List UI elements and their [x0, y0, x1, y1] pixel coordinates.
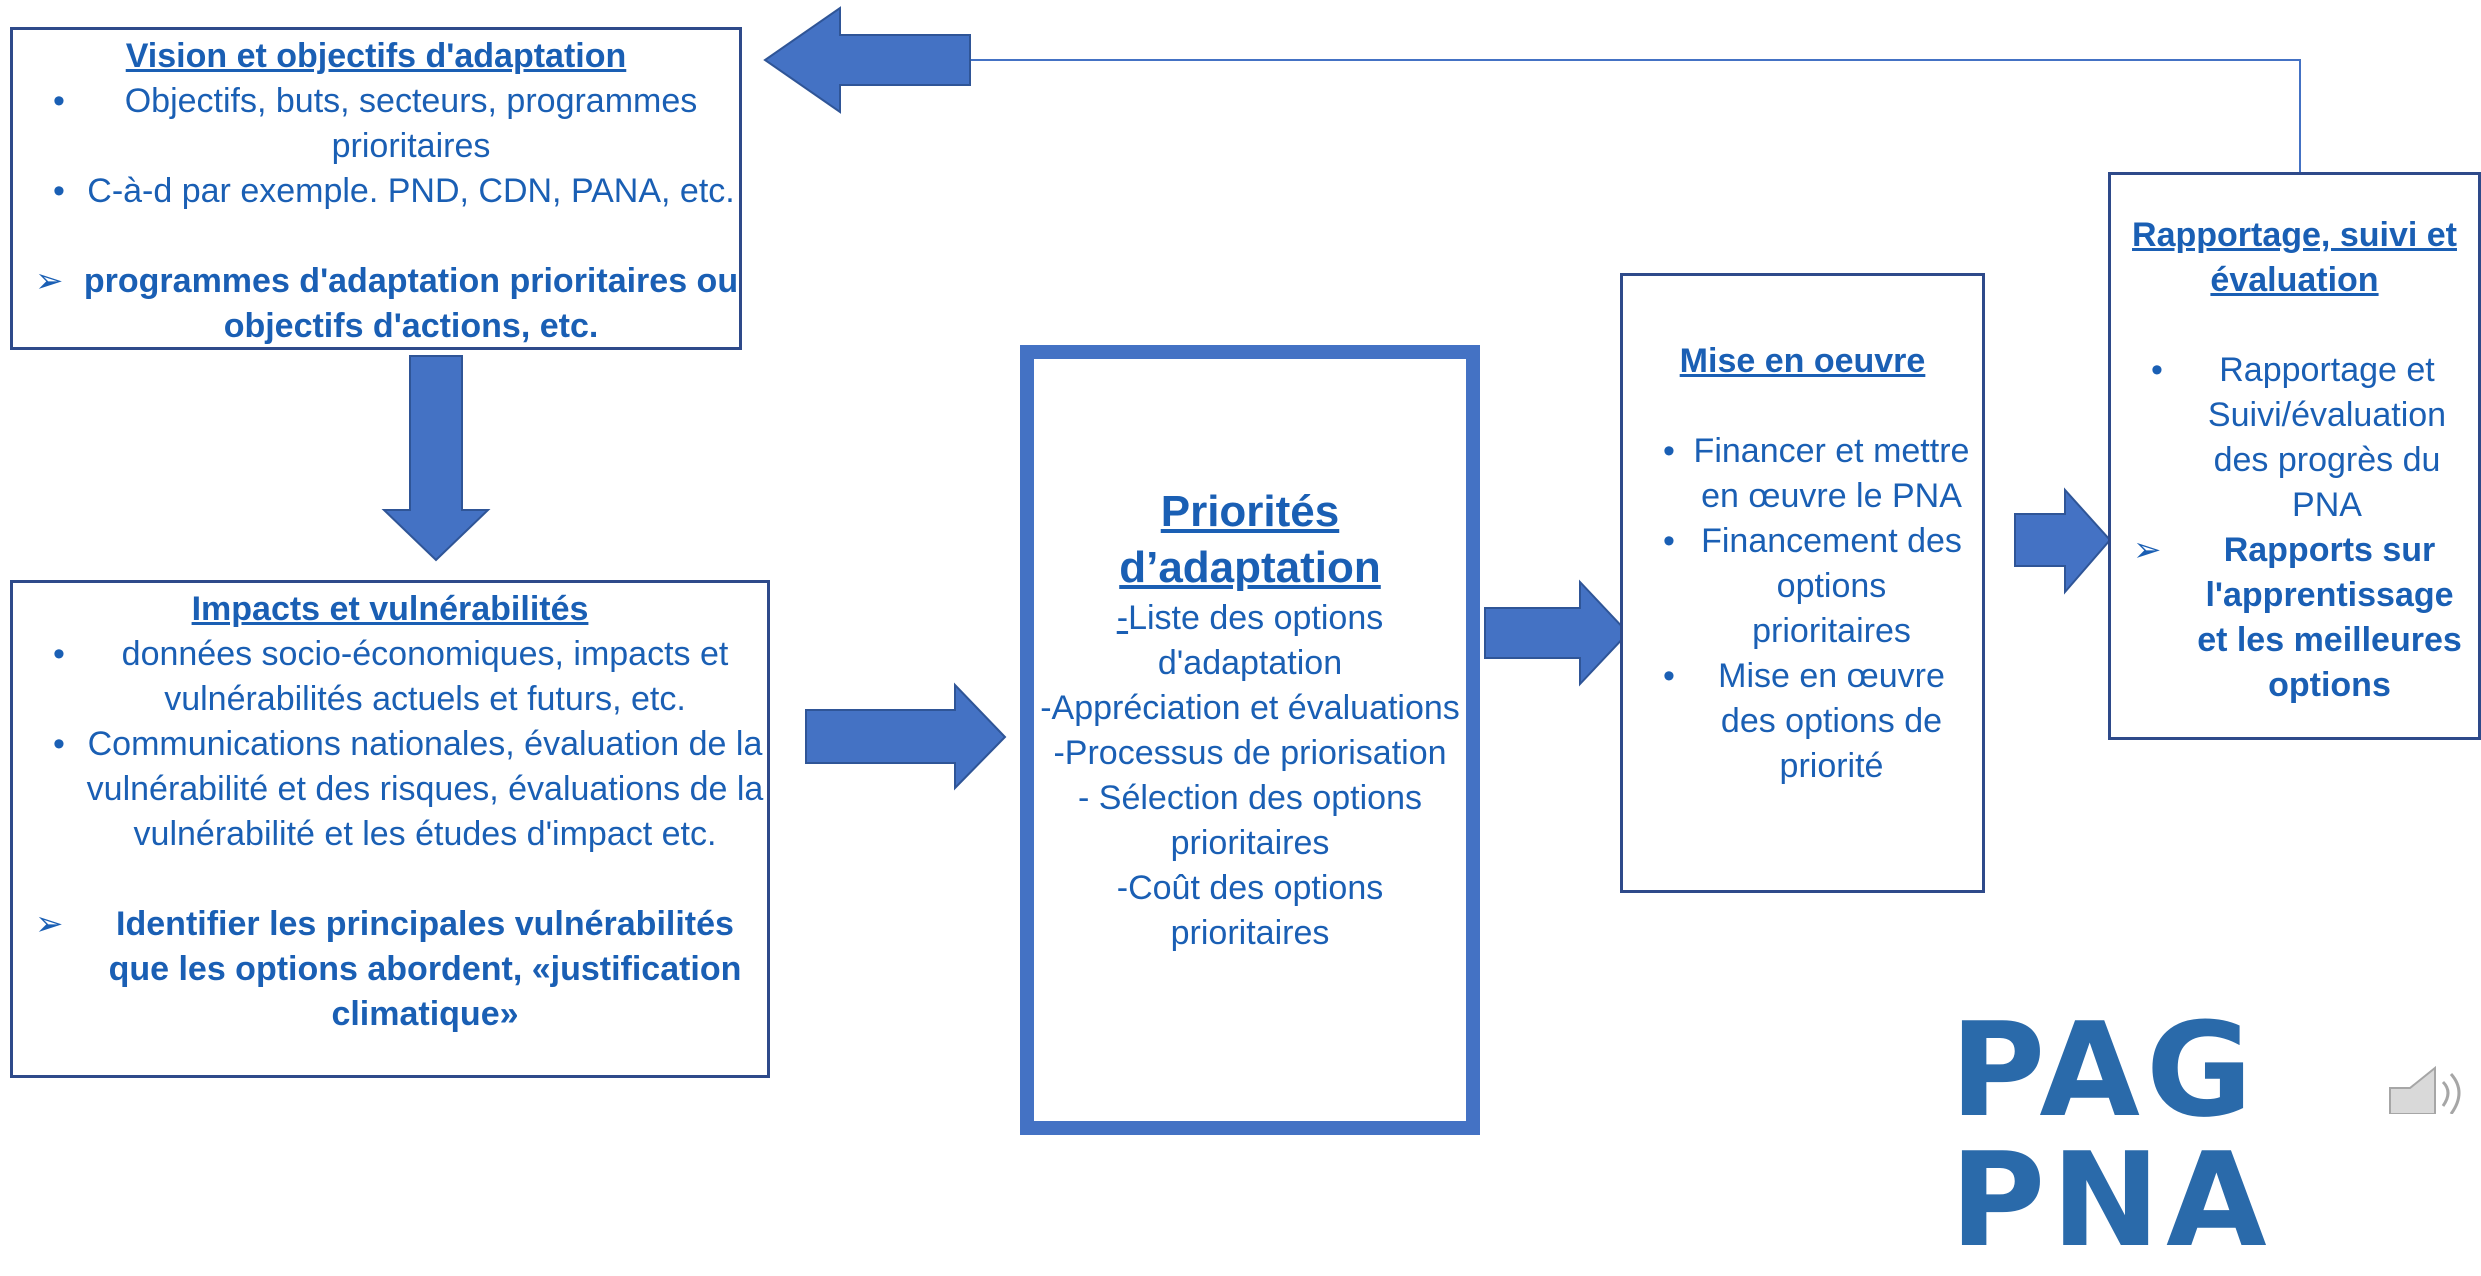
rapportage-bullet-1: Rapportage et Suivi/évaluation des progr…: [2111, 348, 2478, 528]
vision-bullet-1: Objectifs, buts, secteurs, programmes pr…: [13, 79, 739, 169]
vision-check-item: programmes d'adaptation prioritaires ou …: [13, 259, 739, 349]
rapportage-check-item: Rapports sur l'apprentissage et les meil…: [2111, 528, 2478, 708]
speaker-icon[interactable]: [2385, 1060, 2475, 1114]
impacts-check-list: Identifier les principales vulnérabilité…: [13, 902, 767, 1037]
vision-box: Vision et objectifs d'adaptation Objecti…: [10, 27, 742, 350]
priorites-line-1: -Liste des options d'adaptation: [1034, 596, 1466, 686]
rapportage-box: Rapportage, suivi et évaluation Rapporta…: [2108, 172, 2481, 740]
arrow-to-vision: [763, 6, 971, 114]
impacts-bullet-1: données socio-économiques, impacts et vu…: [13, 632, 767, 722]
rapportage-title: Rapportage, suivi et évaluation: [2132, 216, 2457, 299]
vision-bullet-2: C-à-d par exemple. PND, CDN, PANA, etc.: [13, 169, 739, 214]
arrow-priorites-to-mise: [1484, 579, 1630, 687]
priorites-line-5: -Coût des options prioritaires: [1116, 869, 1384, 952]
vision-title: Vision et objectifs d'adaptation: [125, 37, 627, 75]
mise-bullets: Financer et mettre en œuvre le PNA Finan…: [1623, 429, 1982, 789]
mise-box: Mise en oeuvre Financer et mettre en œuv…: [1620, 273, 1985, 893]
arrow-vision-to-impacts: [381, 355, 491, 562]
rapportage-bullets: Rapportage et Suivi/évaluation des progr…: [2111, 348, 2478, 528]
mise-bullet-1: Financer et mettre en œuvre le PNA: [1623, 429, 1982, 519]
mise-bullet-3: Mise en œuvre des options de priorité: [1623, 654, 1982, 789]
vision-check-list: programmes d'adaptation prioritaires ou …: [13, 259, 739, 349]
priorites-line-4: - Sélection des options prioritaires: [1078, 779, 1422, 862]
rapportage-check-list: Rapports sur l'apprentissage et les meil…: [2111, 528, 2478, 708]
diagram-connectors: [381, 6, 2301, 791]
mise-title: Mise en oeuvre: [1679, 342, 1926, 380]
mise-bullet-2: Financement des options prioritaires: [1623, 519, 1982, 654]
impacts-bullets: données socio-économiques, impacts et vu…: [13, 632, 767, 857]
impacts-title: Impacts et vulnérabilités: [191, 590, 589, 628]
impacts-check-item: Identifier les principales vulnérabilité…: [13, 902, 767, 1037]
priorites-box: Priorités d’adaptation -Liste des option…: [1020, 345, 1480, 1135]
feedback-line: [970, 59, 2301, 172]
pag-pna-logo: PAG PNA: [1950, 994, 2273, 1276]
priorites-first-dash: -: [1116, 599, 1129, 637]
vision-bullets: Objectifs, buts, secteurs, programmes pr…: [13, 79, 739, 214]
priorites-first-rest: Liste des options d'adaptation: [1128, 599, 1384, 682]
impacts-box: Impacts et vulnérabilités données socio-…: [10, 580, 770, 1078]
arrow-impacts-to-priorites: [805, 682, 1007, 791]
arrow-mise-to-rapportage: [2014, 487, 2112, 595]
priorites-line-3: -Processus de priorisation: [1053, 734, 1447, 772]
priorites-title: Priorités d’adaptation: [1119, 487, 1381, 592]
priorites-line-2: -Appréciation et évaluations: [1040, 689, 1460, 727]
impacts-bullet-2: Communications nationales, évaluation de…: [13, 722, 767, 857]
